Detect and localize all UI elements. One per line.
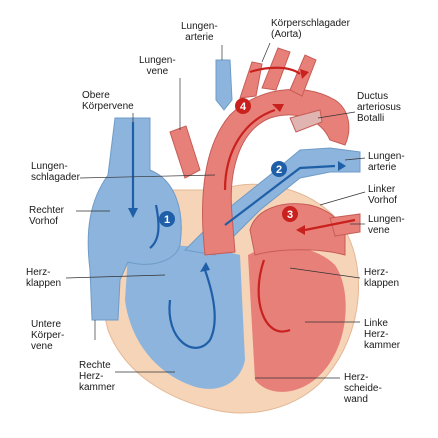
label-lungenvene-right: Lungen- vene [368,214,405,236]
ductus-arteriosus [289,109,323,133]
pulmonary-artery-top [215,59,233,111]
venous-flow-arrows [131,122,336,349]
label-untere-koerpervene: Untere Körper- vene [31,319,65,352]
leader-lines [65,42,366,379]
label-lungenschlagader: Lungen- schlagader [31,161,80,183]
label-ductus: Ductus arteriosus Botalli [357,91,401,124]
svg-text:4: 4 [240,101,247,113]
label-obere-koerpervene: Obere Körpervene [82,90,134,112]
label-herzklappen-right: Herz- klappen [364,267,400,289]
label-rechter-vorhof: Rechter Vorhof [29,205,65,227]
step-marker-2: 2 [271,161,287,177]
arterial-arrowheads [272,69,309,235]
svg-text:2: 2 [276,164,282,176]
vena-cava-right-atrium [87,117,182,321]
label-lungenarterie-right: Lungen- arterie [368,151,405,173]
step-marker-3: 3 [282,206,298,222]
label-herzscheidewand: Herz- scheide- wand [344,372,382,405]
venous-arrowheads [128,161,346,272]
label-herzklappen-left: Herz- klappen [26,267,62,289]
label-lungenarterie-top: Lungen- arterie [181,21,218,43]
label-lungenvene-top: Lungen- vene [139,55,176,77]
label-linke-herzkammer: Linke Herz- kammer [364,318,401,351]
right-ventricle [125,245,245,389]
aorta [202,88,350,256]
svg-text:3: 3 [287,209,293,221]
svg-text:1: 1 [164,214,170,226]
step-marker-4: 4 [235,98,251,114]
label-koerperschlagader: Körperschlagader (Aorta) [271,18,350,40]
pulmonary-vein-top [169,125,201,179]
aorta-branches [239,47,317,99]
step-marker-1: 1 [159,211,175,227]
label-linker-vorhof: Linker Vorhof [368,184,397,206]
label-rechte-herzkammer: Rechte Herz- kammer [79,360,116,393]
arterial-flow-arrows [223,66,356,333]
left-ventricle [248,246,346,392]
